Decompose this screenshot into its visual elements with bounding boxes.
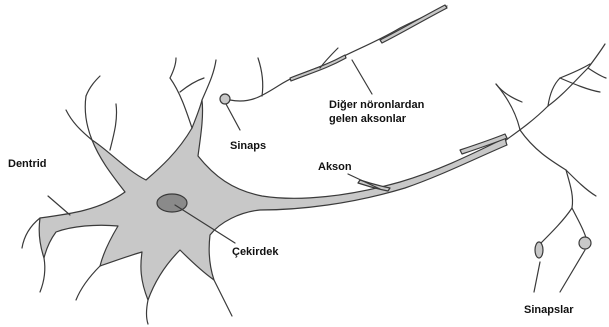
label-other-axons: Diğer nöronlardan gelen aksonlar bbox=[329, 98, 424, 126]
label-other-axons-line1: Diğer nöronlardan bbox=[329, 98, 424, 112]
dendrite-branch bbox=[40, 258, 45, 292]
leader-line-akson bbox=[348, 174, 380, 189]
axon-terminal bbox=[588, 44, 605, 68]
synapse-bouton bbox=[579, 237, 591, 249]
label-other-axons-line2: gelen aksonlar bbox=[329, 112, 424, 126]
axon-terminal bbox=[496, 84, 520, 130]
axon-terminal bbox=[572, 208, 586, 238]
incoming-axon-sheath bbox=[380, 5, 447, 43]
leader-line-diger bbox=[352, 60, 372, 94]
dendrite-branch bbox=[214, 280, 232, 316]
incoming-axon-sheath bbox=[290, 55, 346, 81]
leader-line-sinapslar bbox=[534, 262, 540, 292]
dendrite-branch bbox=[76, 266, 100, 300]
axon-terminal bbox=[566, 170, 596, 196]
synapse-bouton bbox=[220, 94, 230, 104]
axon-terminal bbox=[540, 208, 572, 244]
leader-line-sinapslar bbox=[560, 250, 585, 292]
label-synapses: Sinapslar bbox=[524, 303, 574, 317]
dendrite-branch bbox=[170, 58, 176, 78]
axon-terminal bbox=[520, 130, 566, 170]
cell-body bbox=[39, 100, 507, 300]
dendrite-branch bbox=[110, 104, 117, 150]
leader-line-dentrid bbox=[48, 196, 70, 215]
synapse-bouton bbox=[535, 242, 543, 258]
dendrite-branch bbox=[86, 76, 100, 96]
dendrite-branch bbox=[202, 60, 216, 100]
axon-terminal bbox=[496, 84, 522, 102]
dendrite-branch bbox=[85, 96, 92, 140]
label-dendrite: Dentrid bbox=[8, 157, 47, 171]
dendrite-branch bbox=[180, 78, 204, 92]
dendrite-branch bbox=[22, 218, 40, 248]
axon-terminal bbox=[588, 68, 606, 78]
label-synapse: Sinaps bbox=[230, 139, 266, 153]
label-nucleus: Çekirdek bbox=[232, 245, 278, 259]
dendrite-branch bbox=[66, 110, 92, 140]
incoming-axon-branch bbox=[258, 58, 263, 96]
axon-terminal bbox=[506, 106, 548, 140]
leader-line-sinaps bbox=[226, 104, 240, 130]
dendrite-branch bbox=[147, 300, 149, 324]
label-axon: Akson bbox=[318, 160, 352, 174]
